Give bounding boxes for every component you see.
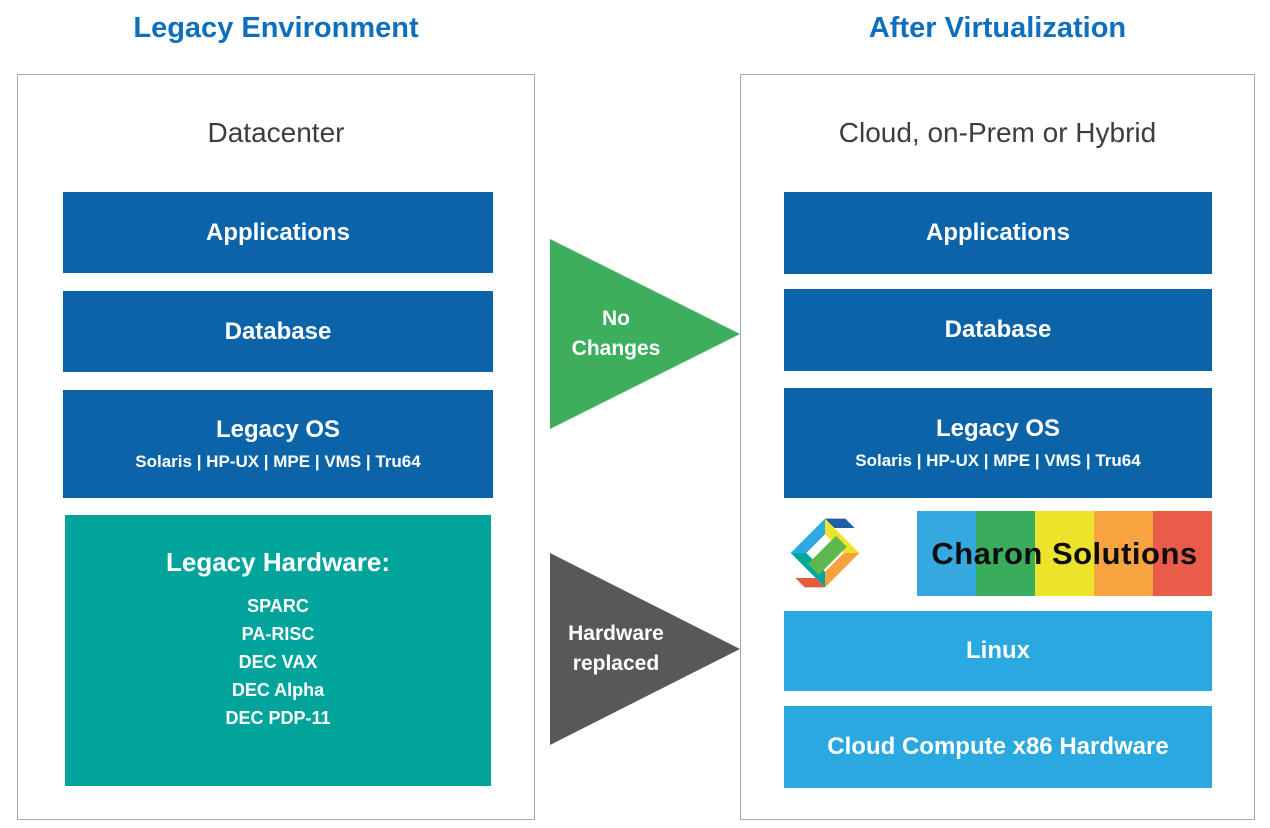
cloud-compute-box: Cloud Compute x86 Hardware: [784, 706, 1212, 788]
left-legacy-os-box: Legacy OS Solaris | HP-UX | MPE | VMS | …: [63, 390, 493, 498]
legacy-hardware-item: PA-RISC: [241, 624, 315, 644]
charon-stripe: [1035, 511, 1094, 596]
left-legacy-os-label: Legacy OS: [215, 416, 341, 443]
left-database-box: Database: [63, 291, 493, 372]
after-virtualization-panel: Cloud, on-Prem or Hybrid Applications Da…: [740, 74, 1255, 820]
left-applications-box: Applications: [63, 192, 493, 273]
no-changes-arrow: No Changes: [550, 239, 740, 429]
legacy-hardware-item: SPARC: [247, 596, 309, 616]
hardware-replaced-arrow: Hardware replaced: [550, 553, 740, 745]
charon-stripe: [976, 511, 1035, 596]
right-panel-heading: Cloud, on-Prem or Hybrid: [838, 117, 1157, 148]
charon-stripe: [1153, 511, 1212, 596]
legacy-hardware-item: DEC PDP-11: [225, 708, 331, 728]
hardware-replaced-line1: Hardware: [568, 622, 664, 645]
charon-solutions-row: Charon Solutions: [784, 511, 1212, 596]
right-database-box: Database: [784, 289, 1212, 371]
right-column-title: After Virtualization: [868, 12, 1127, 44]
legacy-hardware-item: DEC Alpha: [231, 680, 325, 700]
legacy-hardware-item: DEC VAX: [238, 652, 318, 672]
no-changes-line1: No: [602, 307, 630, 330]
right-legacy-os-sublabel: Solaris | HP-UX | MPE | VMS | Tru64: [855, 451, 1141, 470]
charon-solutions-label: Charon Solutions: [931, 535, 1198, 571]
legacy-environment-panel: Datacenter Applications Database Legacy …: [17, 74, 535, 820]
charon-stripe: [917, 511, 976, 596]
legacy-hardware-box: Legacy Hardware: SPARC PA-RISC DEC VAX DEC …: [65, 515, 491, 786]
left-database-label: Database: [224, 317, 332, 345]
left-legacy-os-sublabel: Solaris | HP-UX | MPE | VMS | Tru64: [135, 452, 421, 471]
stromasys-charon-logo-icon: [790, 518, 860, 588]
left-panel-heading: Datacenter: [207, 117, 345, 148]
linux-label: Linux: [966, 637, 1030, 664]
charon-stripes: [917, 511, 1212, 596]
left-applications-label: Applications: [205, 218, 350, 246]
hardware-replaced-line2: replaced: [572, 652, 660, 675]
right-legacy-os-label: Legacy OS: [935, 415, 1061, 442]
linux-box: Linux: [784, 611, 1212, 691]
legacy-hardware-title: Legacy Hardware:: [166, 547, 390, 577]
right-database-label: Database: [944, 316, 1052, 343]
right-applications-label: Applications: [925, 219, 1070, 246]
right-applications-box: Applications: [784, 192, 1212, 274]
left-column-title: Legacy Environment: [133, 12, 419, 44]
right-legacy-os-box: Legacy OS Solaris | HP-UX | MPE | VMS | …: [784, 388, 1212, 498]
cloud-compute-label: Cloud Compute x86 Hardware: [827, 733, 1169, 760]
charon-stripe: [1094, 511, 1153, 596]
no-changes-line2: Changes: [571, 337, 661, 360]
